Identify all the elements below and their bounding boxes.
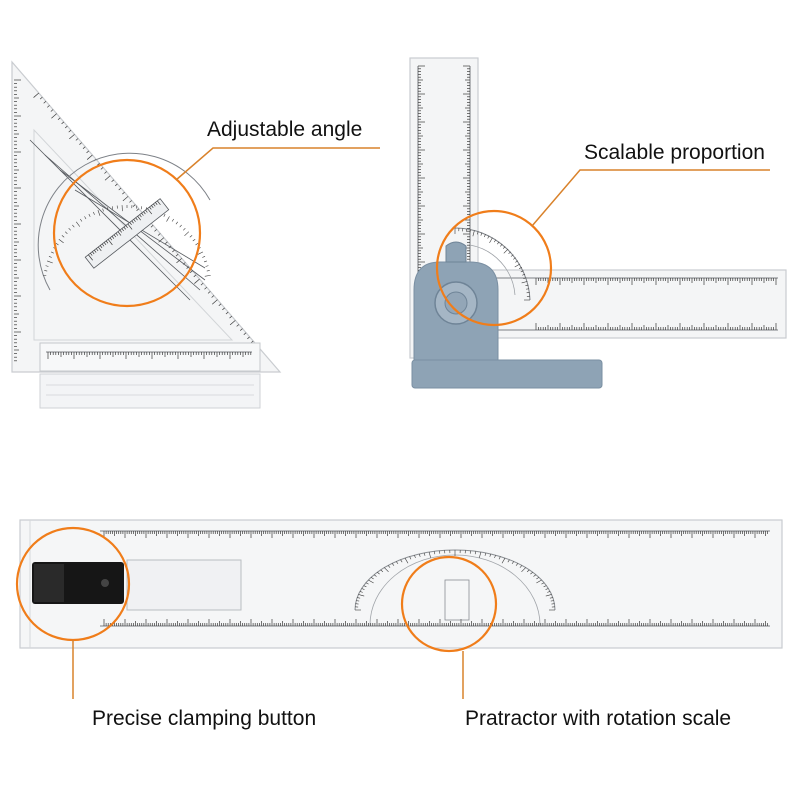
set-square-base-scale (47, 352, 252, 359)
callout-protractor-scale: Pratractor with rotation scale (465, 707, 732, 730)
rolling-ruler (19, 519, 783, 649)
rolling-ruler-window (126, 559, 242, 611)
l-ruler-horizontal-scale (535, 278, 777, 330)
callout-scalable-proportion: Scalable proportion (584, 141, 765, 164)
rolling-ruler-protractor-ticks (355, 550, 555, 611)
leader-line-proportion (531, 169, 770, 227)
leader-line-angle (175, 147, 380, 181)
l-ruler-protractor-ticks (454, 228, 530, 301)
set-square-protractor-arc (37, 152, 211, 291)
rolling-ruler-bottom-scale (103, 619, 768, 626)
set-square-center-scale (88, 200, 161, 261)
callout-clamping-button: Precise clamping button (92, 707, 317, 730)
callout-adjustable-angle: Adjustable angle (207, 118, 363, 141)
set-square-left-scale (14, 79, 21, 362)
highlight-circle-protractor (400, 555, 498, 653)
highlight-circle-angle (52, 158, 202, 308)
l-ruler-lock-tab (445, 241, 467, 263)
l-ruler (409, 57, 787, 389)
rolling-ruler-top-scale (103, 531, 768, 538)
set-square (11, 60, 282, 409)
set-square-hypotenuse-scale (33, 92, 254, 346)
l-ruler-base-foot (411, 359, 603, 389)
callout-graphics (15, 147, 770, 699)
set-square-slide-rail (39, 373, 261, 409)
set-square-base-bar (39, 342, 261, 372)
highlight-circle-proportion (435, 209, 553, 327)
